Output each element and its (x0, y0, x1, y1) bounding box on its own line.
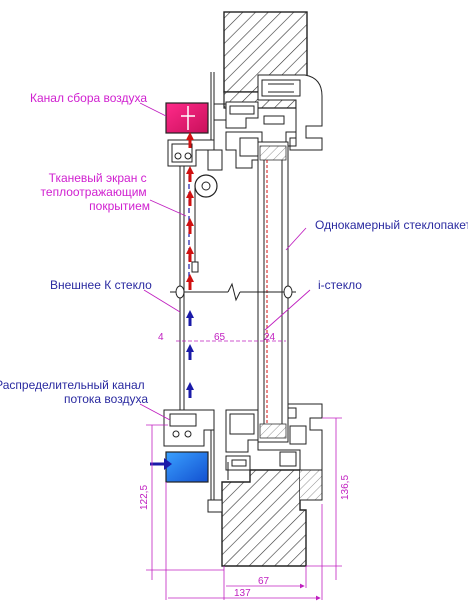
air-distribution-channel (165, 451, 209, 483)
dim-width-frame: 67 (258, 576, 270, 587)
label-distribution-channel: Распределительный канал потока воздуха (0, 378, 148, 406)
warm-air-arrows (186, 132, 194, 290)
dimension-widths (165, 482, 323, 601)
label-fabric-screen-line3: покрытием (89, 199, 150, 213)
dimension-gaps: 4 65 24 (158, 332, 286, 343)
label-fabric-screen: Тканевый экран с теплоотражающим покрыти… (41, 171, 150, 213)
cool-air-arrows (186, 310, 194, 398)
air-collect-channel (165, 102, 209, 134)
label-distribution-line1: Распределительный канал (0, 378, 145, 392)
section-break-line (170, 282, 296, 302)
roller-blind (188, 174, 218, 278)
label-distribution-line2: потока воздуха (64, 392, 148, 406)
label-air-collect-channel: Канал сбора воздуха (30, 91, 147, 105)
callout-lines (139, 102, 311, 421)
label-i-glass: i-стекло (318, 278, 362, 292)
frame-profile-bottom (207, 403, 323, 513)
label-single-chamber-unit: Однокамерный стеклопакет (315, 218, 468, 232)
label-fabric-screen-line1: Тканевый экран с (49, 171, 147, 185)
frame-profile-top (207, 72, 323, 171)
dim-width-total: 137 (234, 588, 251, 599)
outer-k-glass-pane (179, 150, 185, 420)
label-fabric-screen-line2: теплоотражающим (41, 185, 147, 199)
dim-gap-cavity: 65 (214, 332, 226, 343)
dim-height-right: 136,5 (340, 475, 351, 500)
outer-sash-top (167, 139, 215, 167)
dim-gap-outer: 4 (158, 332, 164, 343)
outer-sash-bottom (163, 409, 215, 447)
dim-gap-unit: 24 (264, 332, 276, 343)
dimension-heights (146, 417, 342, 580)
dim-height-left: 122,5 (139, 485, 150, 510)
wall-bottom (221, 469, 307, 567)
label-outer-k-glass: Внешнее К стекло (50, 278, 152, 292)
